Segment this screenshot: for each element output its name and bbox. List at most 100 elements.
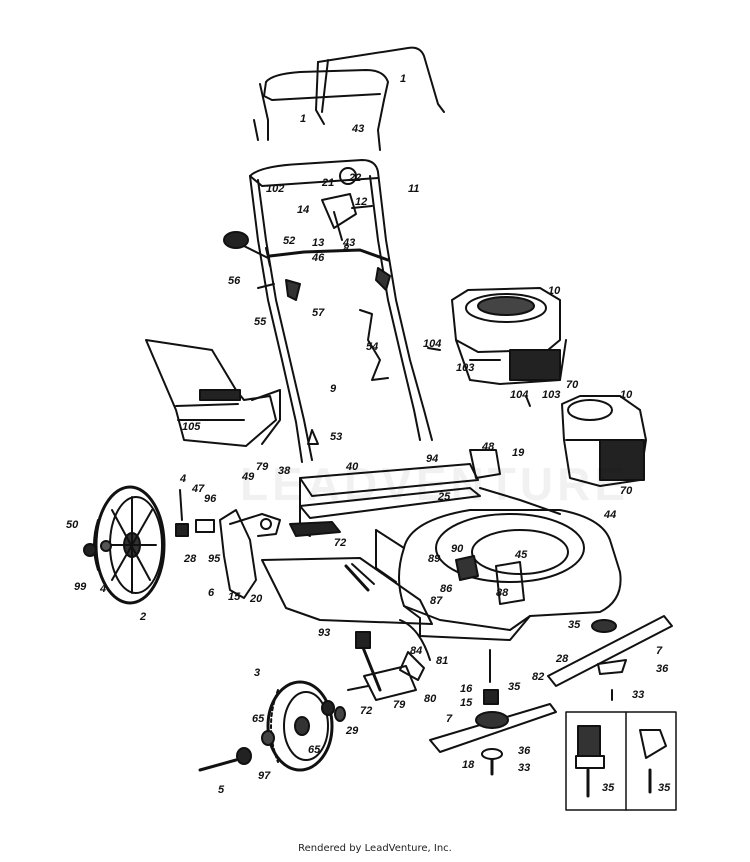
control-lever-assembly	[321, 167, 373, 241]
callout-label: 40	[345, 461, 359, 473]
callout-label: 35	[568, 619, 581, 631]
inset-detail	[565, 711, 677, 811]
callout-label: 1	[400, 73, 406, 85]
callout-label: 82	[532, 671, 544, 683]
callout-label: 43	[351, 123, 364, 135]
bolt-104-b	[525, 395, 531, 407]
callout-label: 5	[218, 784, 225, 796]
callout-label: 104	[510, 389, 528, 401]
callout-label: 104	[423, 338, 441, 350]
callout-label: 102	[266, 183, 284, 195]
callout-label: 8	[343, 243, 350, 255]
callout-label: 10	[620, 389, 633, 401]
callout-label: 35	[602, 782, 615, 794]
callout-label: 18	[462, 759, 475, 771]
part-88	[495, 561, 525, 605]
height-adjuster	[219, 509, 281, 599]
callout-label: 72	[360, 705, 372, 717]
callout-label: 44	[603, 509, 616, 521]
callout-label: 88	[496, 587, 509, 599]
callout-label: 45	[514, 549, 528, 561]
callout-label: 13	[312, 237, 324, 249]
callout-label: 4	[179, 473, 186, 485]
grass-chute	[145, 339, 281, 447]
callout-label: 65	[252, 713, 265, 725]
handle-knob	[223, 231, 269, 259]
callout-label: 95	[208, 553, 221, 565]
callout-label: 93	[318, 627, 330, 639]
callout-label: 21	[321, 177, 334, 189]
callout-label: 103	[456, 362, 474, 374]
mower-deck	[375, 487, 622, 641]
callout-label: 36	[518, 745, 531, 757]
handle-bracket-57	[285, 279, 301, 301]
callout-label: 49	[241, 471, 255, 483]
callout-label: 29	[345, 725, 359, 737]
callout-label: 16	[460, 683, 473, 695]
front-left-wheel	[93, 485, 166, 605]
callout-label: 28	[555, 653, 569, 665]
callout-label: 35	[508, 681, 521, 693]
rear-height-bracket	[355, 619, 431, 701]
callout-label: 38	[278, 465, 291, 477]
clip-53	[307, 429, 319, 445]
callout-label: 15	[460, 697, 473, 709]
callout-label: 6	[208, 587, 215, 599]
front-axle-hardware	[83, 489, 215, 557]
callout-label: 97	[258, 770, 271, 782]
callout-label: 11	[408, 183, 419, 195]
callout-label: 2	[139, 611, 146, 623]
callout-label: 25	[437, 491, 451, 503]
rear-axle-hardware	[198, 685, 369, 772]
upper-handle-bar	[253, 46, 445, 151]
callout-label: 19	[512, 447, 525, 459]
callout-label: 36	[656, 663, 669, 675]
callout-label: 10	[548, 285, 561, 297]
callout-label: 7	[446, 713, 453, 725]
center-blade-assembly	[429, 649, 557, 776]
callout-label: 22	[348, 172, 361, 184]
callout-label: 50	[66, 519, 79, 531]
callout-label: 3	[254, 667, 260, 679]
callout-label: 52	[283, 235, 295, 247]
callout-label: 35	[658, 782, 671, 794]
bracket-48	[469, 449, 501, 479]
callout-label: 86	[440, 583, 453, 595]
watermark: LEADVENTURE	[240, 458, 629, 510]
callout-label: 20	[249, 593, 263, 605]
footer-credit: Rendered by LeadVenture, Inc.	[298, 843, 452, 854]
callout-label: 105	[182, 421, 201, 433]
callout-label: 7	[656, 645, 663, 657]
callout-label: 84	[410, 645, 422, 657]
rear-flap	[261, 557, 433, 625]
callout-label: 9	[330, 383, 337, 395]
callout-label: 12	[355, 196, 367, 208]
callout-label: 43	[342, 237, 355, 249]
callout-label: 15	[228, 591, 241, 603]
callout-label: 47	[191, 483, 205, 495]
bolt-55	[257, 283, 275, 289]
callout-label: 28	[183, 553, 197, 565]
bolt-104	[427, 347, 441, 351]
callout-label: 53	[330, 431, 342, 443]
callout-label: 94	[426, 453, 438, 465]
lower-handle	[249, 159, 433, 463]
part-89	[455, 555, 479, 581]
engine-main	[451, 287, 567, 385]
callout-label: 14	[297, 204, 309, 216]
callout-label: 1	[300, 113, 306, 125]
callout-label: 80	[424, 693, 437, 705]
callout-label: 48	[481, 441, 495, 453]
callout-label: 99	[74, 581, 87, 593]
callout-label: 55	[254, 316, 267, 328]
callout-label: 81	[436, 655, 448, 667]
callout-label: 46	[311, 252, 325, 264]
control-cable	[359, 309, 389, 381]
callout-label: 79	[393, 699, 406, 711]
callout-label: 87	[430, 595, 443, 607]
callout-label: 54	[366, 341, 378, 353]
rear-baffle	[289, 463, 481, 537]
callout-label: 33	[632, 689, 644, 701]
